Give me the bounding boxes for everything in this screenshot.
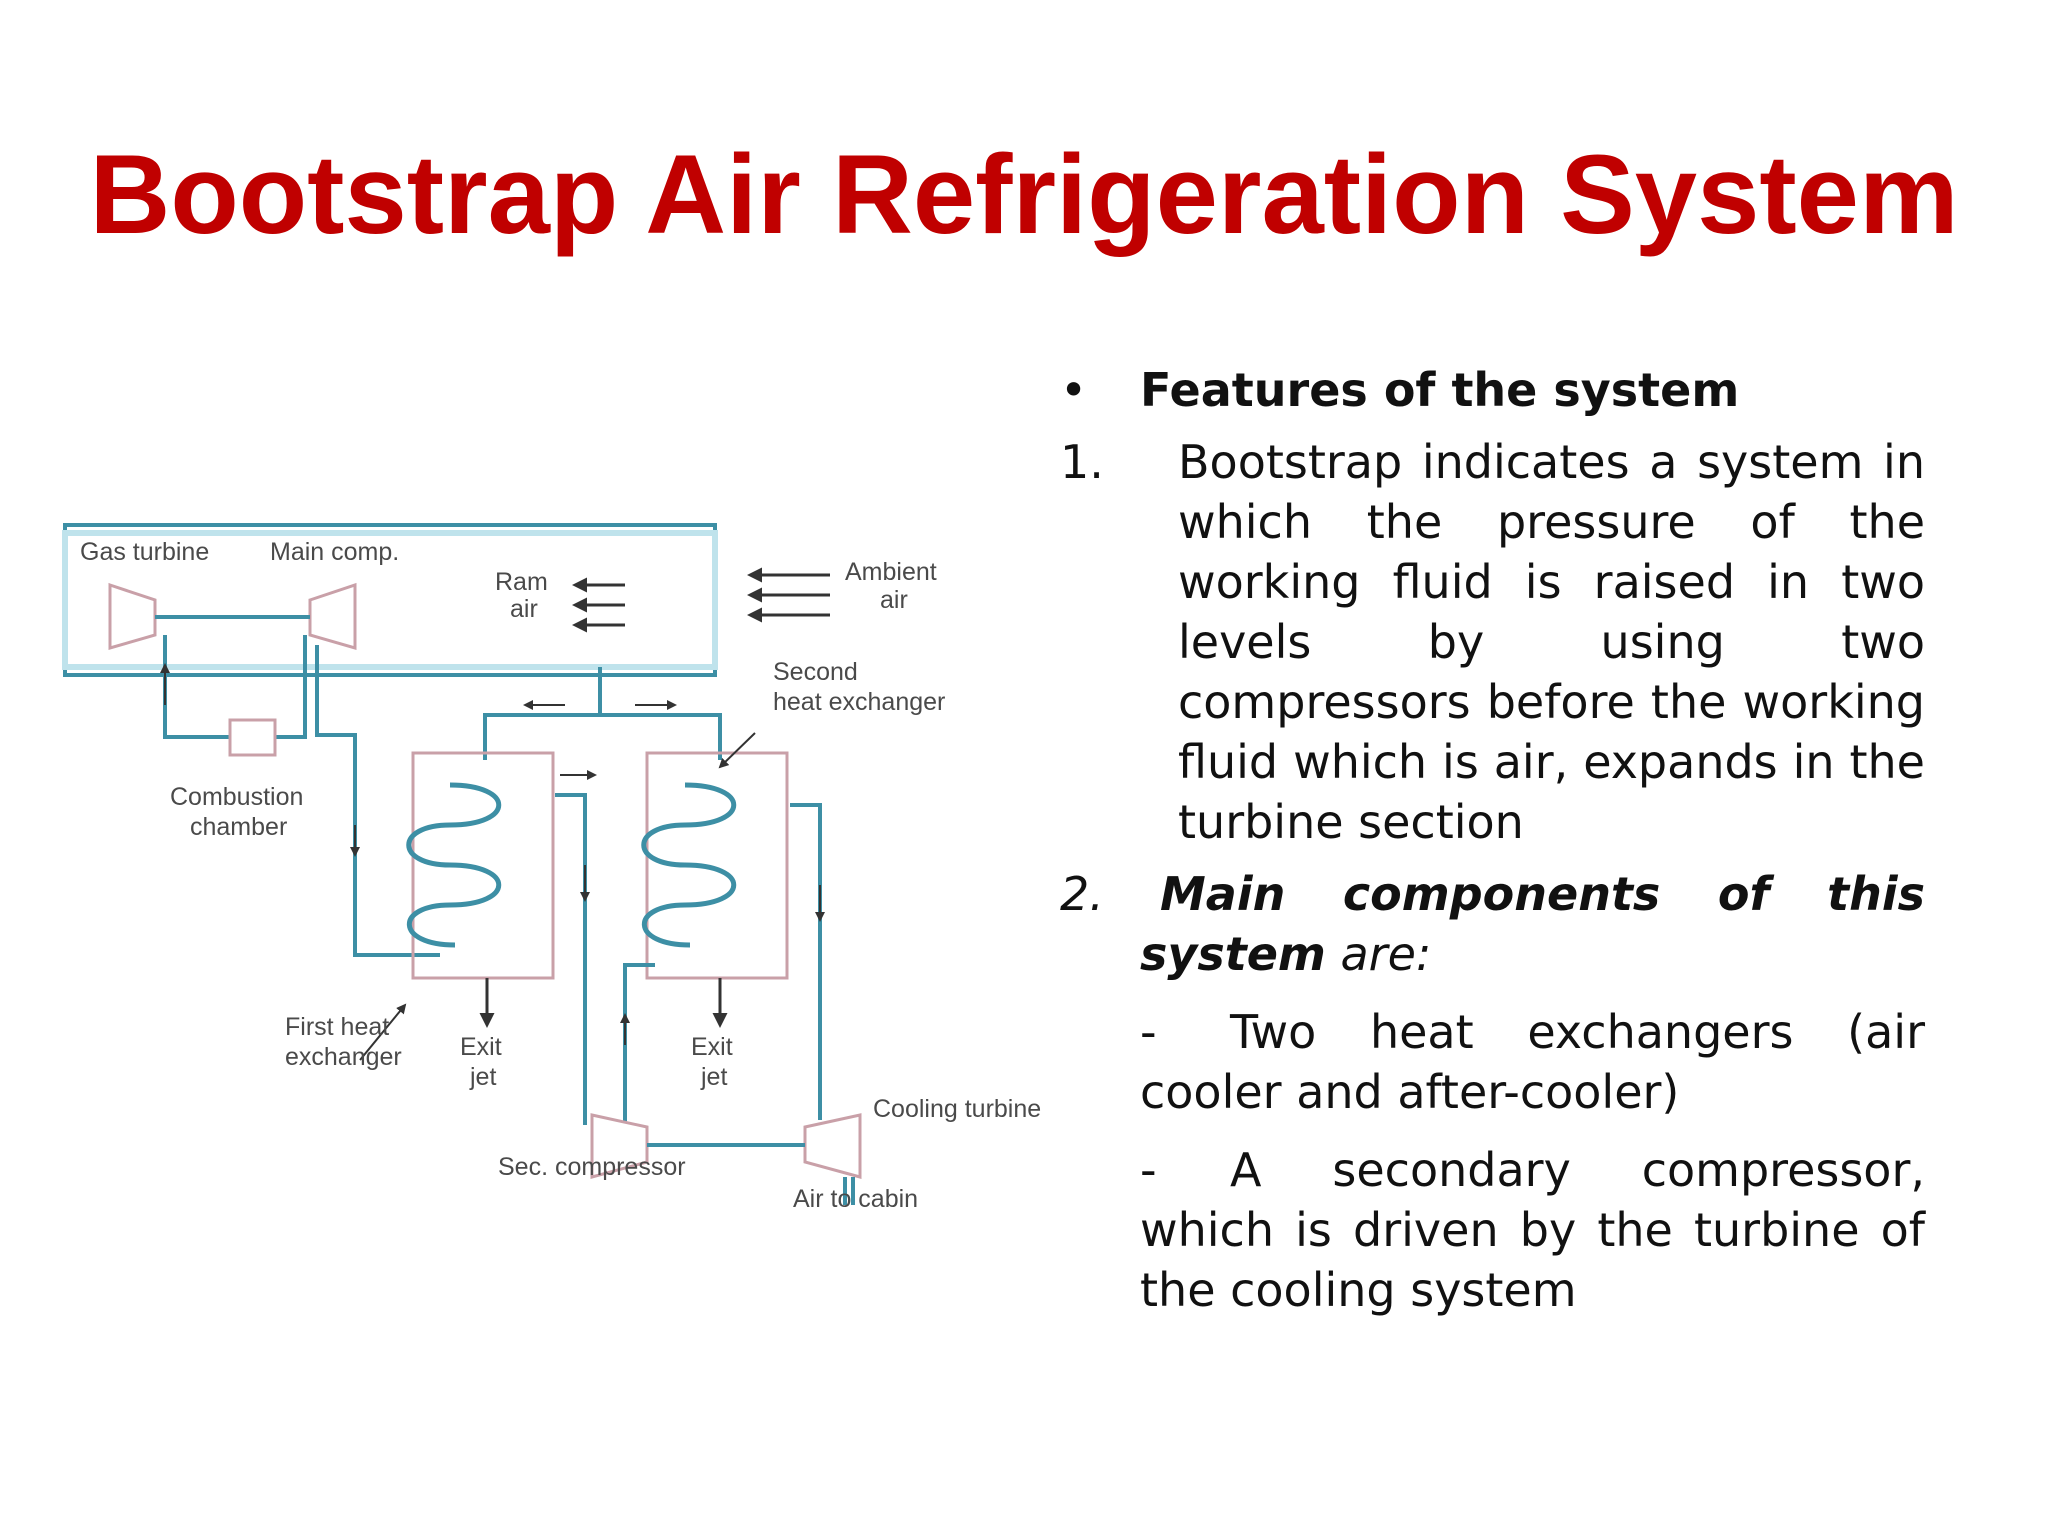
label-combustion: Combustion: [170, 783, 303, 811]
item-2-rest: are:: [1325, 927, 1432, 981]
label-exchanger: exchanger: [285, 1043, 402, 1071]
sub-item-2-dash: -: [1140, 1143, 1157, 1197]
label-ambient: Ambient: [845, 558, 937, 586]
item-2-number: 2.: [1060, 867, 1104, 921]
sub-item-1-dash: -: [1140, 1005, 1157, 1059]
item-2-bold: Main components of this system: [1140, 867, 1925, 981]
label-ram-air: air: [510, 595, 538, 623]
label-cooling-turbine: Cooling turbine: [873, 1095, 1041, 1123]
gas-turbine-shape: [108, 582, 157, 650]
slide-title: Bootstrap Air Refrigeration System: [89, 132, 1959, 257]
label-jet-2: jet: [700, 1063, 727, 1091]
label-ambient-air: air: [880, 586, 908, 614]
ambient-air-arrows: [747, 567, 830, 623]
combustion-chamber-shape: [228, 718, 277, 757]
combustion-loop: [160, 635, 307, 757]
label-ram: Ram: [495, 568, 548, 596]
features-heading: Features of the system: [1140, 363, 1740, 417]
label-second: Second: [773, 658, 858, 686]
sub-item-2-text: A secondary compressor, which is driven …: [1140, 1143, 1925, 1317]
label-jet-1: jet: [469, 1063, 496, 1091]
diagram-svg: Gas turbine Main comp. Ram air Ambient a…: [62, 523, 1041, 1213]
label-exit-2: Exit: [691, 1033, 733, 1061]
pipe-hx-compressor: [555, 770, 825, 1125]
item-1-number: 1.: [1060, 435, 1104, 489]
sub-item-2: -A secondary compressor, which is driven…: [1060, 1140, 1925, 1320]
feature-item-1: 1. Bootstrap indicates a system in which…: [1060, 432, 1925, 852]
label-exit-1: Exit: [460, 1033, 502, 1061]
main-compressor-shape: [308, 582, 357, 650]
features-text: • Features of the system 1. Bootstrap in…: [1060, 360, 1925, 1320]
sub-item-1-text: Two heat exchangers (air cooler and afte…: [1140, 1005, 1925, 1119]
second-heat-exchanger: [641, 732, 789, 1028]
bullet-icon: •: [1060, 363, 1088, 417]
features-heading-row: • Features of the system: [1060, 360, 1925, 420]
label-first-heat: First heat: [285, 1013, 389, 1041]
feature-item-2: 2. Main components of this system are:: [1060, 864, 1925, 984]
ram-air-arrows: [572, 577, 625, 633]
item-2-text: Main components of this system are:: [1060, 864, 1925, 984]
label-chamber: chamber: [190, 813, 287, 841]
secondary-compressor-shape: [590, 1113, 649, 1179]
pipe-to-first-hx: [315, 645, 440, 957]
label-main-comp: Main comp.: [270, 538, 399, 566]
first-heat-exchanger: [406, 751, 555, 1028]
label-heat-exchanger: heat exchanger: [773, 688, 945, 716]
sub-item-1: -Two heat exchangers (air cooler and aft…: [1060, 1002, 1925, 1122]
label-sec-compressor: Sec. compressor: [498, 1153, 686, 1181]
label-air-to-cabin: Air to cabin: [793, 1185, 918, 1213]
refrigeration-diagram: Gas turbine Main comp. Ram air Ambient a…: [55, 505, 1055, 1225]
item-1-text: Bootstrap indicates a system in which th…: [1178, 435, 1925, 849]
label-gas-turbine: Gas turbine: [80, 538, 209, 566]
cooling-turbine-shape: [803, 1113, 862, 1179]
ram-air-splitter: [483, 667, 722, 760]
main-duct: [62, 523, 718, 677]
